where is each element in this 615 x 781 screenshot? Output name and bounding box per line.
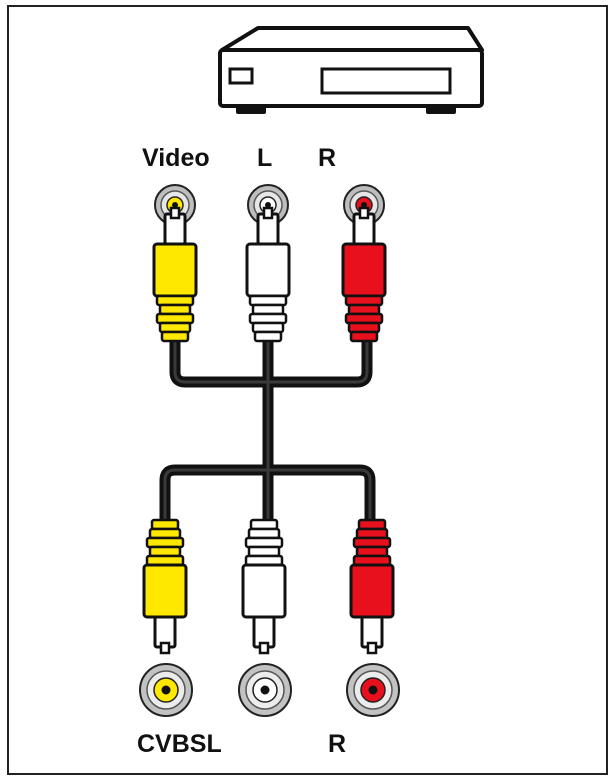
bottom-jack-left-icon [238,663,292,717]
top-plug-right-icon [341,206,387,343]
top-plug-video-icon [152,206,198,343]
bottom-label-right: R [328,730,346,758]
top-label-right: R [318,144,336,172]
bottom-jack-right-icon [346,663,400,717]
set-top-box-icon [218,26,484,114]
top-plug-left-icon [245,206,291,343]
bottom-jack-video-icon [139,663,193,717]
top-label-video: Video [142,144,210,172]
diagram-frame [7,5,608,775]
bottom-plug-video-icon [142,518,188,655]
bottom-plug-right-icon [349,518,395,655]
bottom-plug-left-icon [241,518,287,655]
cable-bundle [159,334,376,526]
top-label-left: L [257,144,272,172]
bottom-label-cvbsl: CVBSL [137,730,222,758]
